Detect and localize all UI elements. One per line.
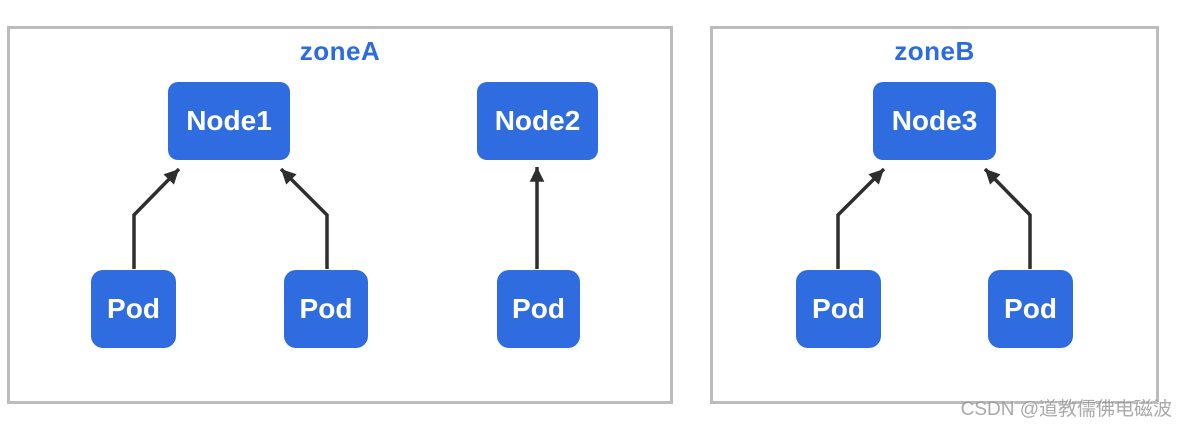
zone-b-pod-2: Pod [988, 270, 1073, 348]
zone-b-pod-1: Pod [796, 270, 881, 348]
zone-b-boundary [710, 26, 1159, 404]
zone-a-boundary [7, 26, 673, 404]
node2-box: Node2 [477, 82, 598, 160]
zone-a-title: zoneA [299, 36, 381, 66]
zone-a-pod-3: Pod [497, 270, 580, 348]
zone-b-title: zoneB [894, 36, 975, 66]
zone-a-pod-1: Pod [91, 270, 176, 348]
node3-box: Node3 [873, 82, 996, 160]
csdn-watermark: CSDN @道教儒佛电磁波 [960, 399, 1172, 420]
zone-a-pod-2: Pod [284, 270, 368, 348]
node1-box: Node1 [168, 82, 290, 160]
